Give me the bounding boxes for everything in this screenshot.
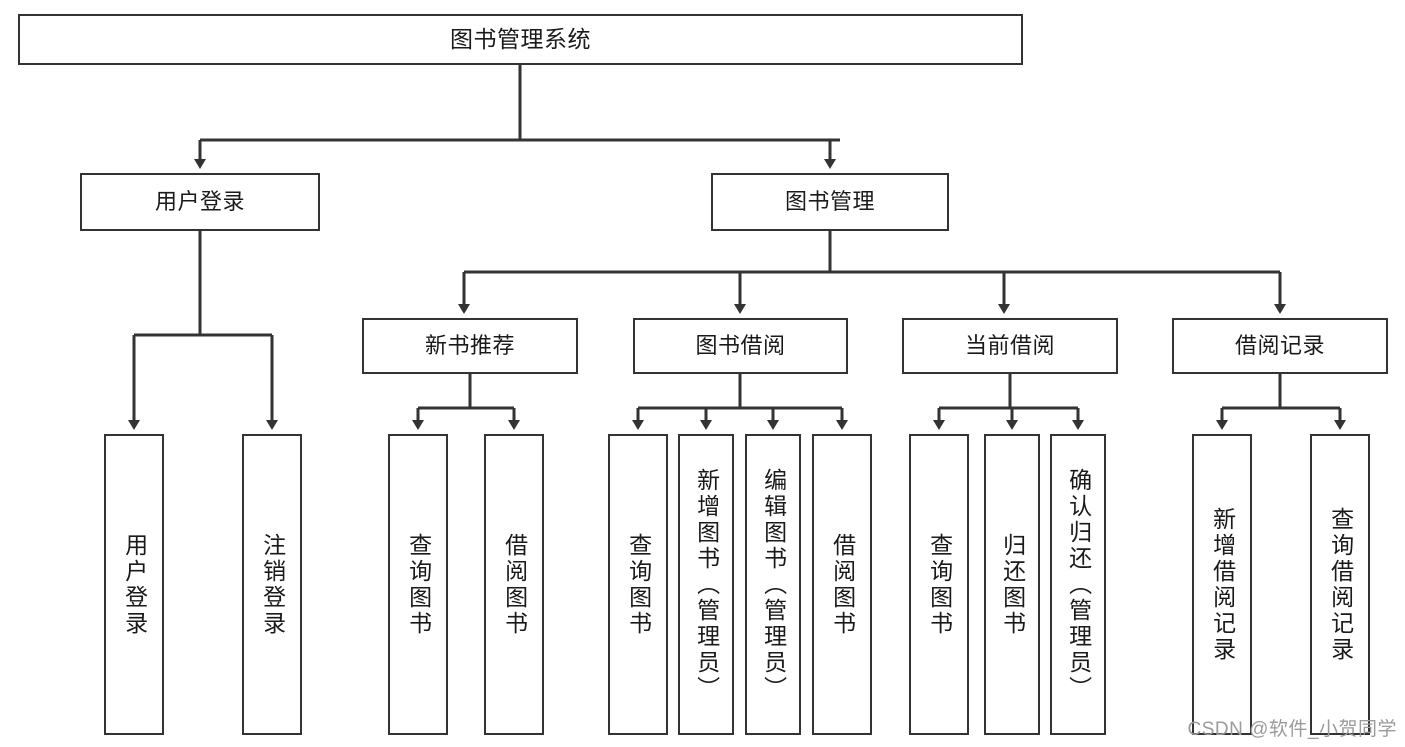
- node-new-book-recommend[interactable]: 新书推荐: [362, 318, 578, 374]
- node-leaf-edit-book-admin[interactable]: 编辑图书（管理员）: [745, 434, 801, 735]
- node-book-borrow[interactable]: 图书借阅: [633, 318, 848, 374]
- node-root[interactable]: 图书管理系统: [18, 14, 1023, 65]
- node-user-login[interactable]: 用户登录: [80, 173, 320, 231]
- node-leaf-logout-login[interactable]: 注销登录: [242, 434, 302, 735]
- node-leaf-user-login[interactable]: 用户登录: [104, 434, 164, 735]
- edge-group-root: [194, 65, 840, 169]
- edge-group-current-borrow: [933, 374, 1084, 430]
- node-leaf-query-book-3[interactable]: 查询图书: [909, 434, 969, 735]
- node-leaf-borrow-book-1[interactable]: 借阅图书: [484, 434, 544, 735]
- node-current-borrow-label: 当前借阅: [964, 333, 1055, 359]
- node-root-label: 图书管理系统: [450, 25, 591, 52]
- node-borrow-record-label: 借阅记录: [1234, 333, 1325, 359]
- node-leaf-user-login-label: 用户登录: [121, 532, 148, 637]
- node-leaf-query-borrow-record-label: 查询借阅记录: [1327, 506, 1354, 663]
- node-leaf-logout-login-label: 注销登录: [259, 532, 286, 637]
- edge-group-borrow-record: [1216, 374, 1346, 430]
- edge-group-user-login: [128, 231, 278, 430]
- node-leaf-query-book-2[interactable]: 查询图书: [608, 434, 668, 735]
- node-leaf-add-borrow-record-label: 新增借阅记录: [1209, 506, 1236, 663]
- node-leaf-borrow-book-2-label: 借阅图书: [829, 532, 856, 637]
- node-book-manage-label: 图书管理: [784, 189, 875, 215]
- node-borrow-record[interactable]: 借阅记录: [1172, 318, 1388, 374]
- node-leaf-confirm-return-admin[interactable]: 确认归还（管理员）: [1050, 434, 1106, 735]
- node-leaf-query-borrow-record[interactable]: 查询借阅记录: [1310, 434, 1370, 735]
- node-current-borrow[interactable]: 当前借阅: [902, 318, 1118, 374]
- edge-group-book-borrow: [632, 374, 848, 430]
- node-leaf-borrow-book-2[interactable]: 借阅图书: [812, 434, 872, 735]
- edge-group-book-manage: [458, 231, 1286, 314]
- node-new-book-recommend-label: 新书推荐: [424, 333, 515, 359]
- node-leaf-add-book-admin[interactable]: 新增图书（管理员）: [678, 434, 734, 735]
- node-book-manage[interactable]: 图书管理: [711, 173, 949, 231]
- node-leaf-query-book-3-label: 查询图书: [926, 532, 953, 637]
- node-leaf-edit-book-admin-label: 编辑图书（管理员）: [760, 467, 787, 702]
- node-leaf-return-book-label: 归还图书: [999, 532, 1026, 637]
- node-leaf-add-borrow-record[interactable]: 新增借阅记录: [1192, 434, 1252, 735]
- node-leaf-add-book-admin-label: 新增图书（管理员）: [693, 467, 720, 702]
- node-leaf-borrow-book-1-label: 借阅图书: [501, 532, 528, 637]
- node-leaf-confirm-return-admin-label: 确认归还（管理员）: [1065, 467, 1092, 702]
- node-leaf-query-book-1-label: 查询图书: [405, 532, 432, 637]
- node-leaf-query-book-2-label: 查询图书: [625, 532, 652, 637]
- node-user-login-label: 用户登录: [154, 189, 245, 215]
- node-book-borrow-label: 图书借阅: [695, 333, 786, 359]
- node-leaf-return-book[interactable]: 归还图书: [984, 434, 1040, 735]
- edge-group-new-book-recommend: [412, 374, 520, 430]
- node-leaf-query-book-1[interactable]: 查询图书: [388, 434, 448, 735]
- csdn-watermark: CSDN @软件_小贺同学: [1187, 719, 1397, 740]
